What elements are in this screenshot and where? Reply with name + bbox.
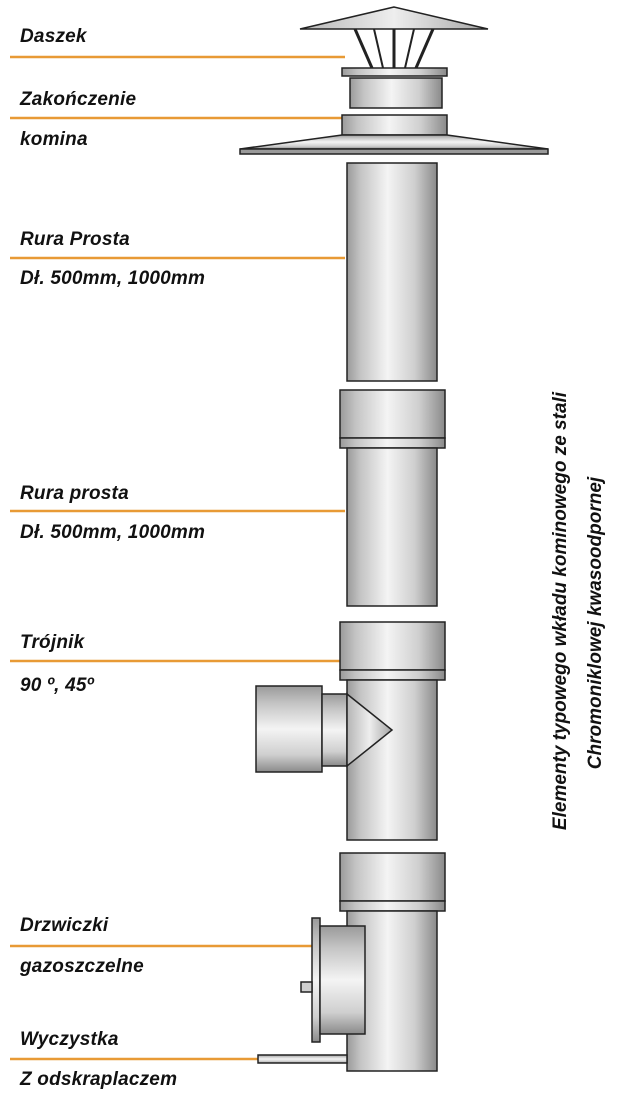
straight-pipe-2 [339,389,446,607]
label-rura2-line1: Rura prosta [20,483,129,504]
tee-fitting [255,621,446,841]
leader-lines [10,55,345,1061]
cleanout-section [257,852,446,1072]
label-zakonczenie-line2: komina [20,129,88,150]
label-zakonczenie-line1: Zakończenie [20,89,137,110]
label-trojnik-line1: Trójnik [20,632,85,653]
chimney-termination [239,77,549,155]
label-trojnik-line2: 90 º, 45º [20,675,94,696]
label-rura1-line1: Rura Prosta [20,229,130,250]
label-drzwiczki-line2: gazoszczelne [20,956,144,977]
chimney-cap [299,6,489,77]
label-daszek: Daszek [20,26,87,47]
label-wyczystka-line1: Wyczystka [20,1029,119,1050]
label-drzwiczki-line1: Drzwiczki [20,915,109,936]
side-caption-line1: Elementy typowego wkładu kominowego ze s… [550,391,571,831]
label-rura1-line2: Dł. 500mm, 1000mm [20,268,206,289]
straight-pipe-1 [346,162,438,382]
side-caption-line2: Chromoniklowej kwasoodpornej [585,476,606,770]
label-rura2-line2: Dł. 500mm, 1000mm [20,522,206,543]
label-wyczystka-line2: Z odskraplaczem [20,1069,178,1090]
